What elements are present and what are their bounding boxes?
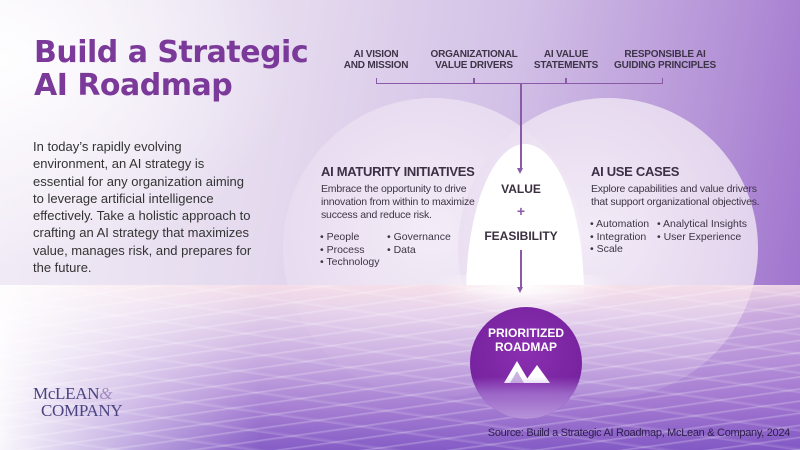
intro-paragraph: In today’s rapidly evolving environment,… bbox=[33, 139, 252, 276]
plus-icon: + bbox=[516, 203, 526, 219]
list-item: Integration bbox=[590, 231, 649, 244]
list-item: User Experience bbox=[657, 231, 747, 244]
list-item: Automation bbox=[590, 218, 649, 231]
driver-label: RESPONSIBLE AI bbox=[624, 49, 706, 60]
roadmap-ripple bbox=[470, 377, 582, 419]
list-item: Governance bbox=[387, 231, 451, 244]
list-item: Technology bbox=[320, 256, 379, 269]
arrow-down-icon bbox=[517, 168, 523, 174]
bracket-tick bbox=[473, 78, 475, 84]
use-cases-desc: Explore capabilities and value drivers t… bbox=[591, 183, 760, 209]
maturity-list-2: Governance Data bbox=[387, 231, 451, 256]
value-label: VALUE bbox=[501, 182, 541, 196]
use-cases-title: AI USE CASES bbox=[591, 164, 680, 179]
use-cases-list-2: Analytical Insights User Experience bbox=[657, 218, 747, 243]
driver-responsible-ai: RESPONSIBLE AI GUIDING PRINCIPLES bbox=[614, 49, 716, 71]
title-line-1: Build a Strategic bbox=[34, 35, 309, 70]
desc-line: innovation from within to maximize bbox=[321, 196, 475, 208]
driver-label: STATEMENTS bbox=[533, 60, 599, 71]
driver-label: AND MISSION bbox=[343, 60, 409, 71]
arrow-down-icon bbox=[517, 287, 523, 293]
mclean-company-logo: McLEAN& COMPANY bbox=[33, 384, 123, 420]
use-cases-list-1: Automation Integration Scale bbox=[590, 218, 649, 256]
maturity-list-1: People Process Technology bbox=[320, 231, 380, 269]
desc-line: success and reduce risk. bbox=[321, 209, 432, 221]
driver-label: ORGANIZATIONAL bbox=[430, 49, 518, 60]
roadmap-line-2: ROADMAP bbox=[495, 339, 557, 354]
list-item: Analytical Insights bbox=[657, 218, 747, 231]
maturity-desc: Embrace the opportunity to drive innovat… bbox=[321, 183, 475, 222]
title-line-2: AI Roadmap bbox=[34, 68, 233, 103]
driver-vision-mission: AI VISION AND MISSION bbox=[343, 49, 409, 71]
list-item: Process bbox=[320, 244, 380, 257]
roadmap-line-1: PRIORITIZED bbox=[487, 326, 564, 340]
logo-ampersand: & bbox=[99, 384, 113, 403]
driver-value-drivers: ORGANIZATIONAL VALUE DRIVERS bbox=[430, 49, 517, 71]
list-item: People bbox=[320, 231, 380, 244]
page-title: Build a Strategic AI Roadmap bbox=[34, 36, 314, 102]
list-item: Scale bbox=[590, 243, 649, 256]
driver-value-statements: AI VALUE STATEMENTS bbox=[534, 49, 598, 71]
connector-line bbox=[520, 250, 522, 288]
prioritized-roadmap-badge: PRIORITIZED ROADMAP bbox=[470, 307, 582, 419]
roadmap-label: PRIORITIZED ROADMAP bbox=[470, 326, 582, 354]
connector-line bbox=[520, 84, 522, 170]
bracket-tick bbox=[565, 78, 567, 84]
feasibility-label: FEASIBILITY bbox=[484, 229, 558, 243]
source-citation: Source: Build a Strategic AI Roadmap, Mc… bbox=[487, 427, 791, 439]
logo-line-1: McLEAN bbox=[33, 384, 100, 403]
desc-line: Embrace the opportunity to drive bbox=[321, 183, 467, 195]
driver-label: GUIDING PRINCIPLES bbox=[614, 60, 716, 71]
driver-label: AI VISION bbox=[353, 49, 399, 60]
list-item: Data bbox=[387, 244, 451, 257]
water-fade bbox=[0, 285, 260, 450]
driver-label: VALUE DRIVERS bbox=[435, 60, 513, 71]
logo-line-2: COMPANY bbox=[41, 401, 123, 420]
desc-line: Explore capabilities and value drivers bbox=[591, 183, 757, 195]
driver-label: AI VALUE bbox=[543, 49, 589, 60]
driver-bracket bbox=[376, 78, 663, 84]
desc-line: that support organizational objectives. bbox=[591, 196, 760, 208]
maturity-title: AI MATURITY INITIATIVES bbox=[321, 164, 475, 179]
